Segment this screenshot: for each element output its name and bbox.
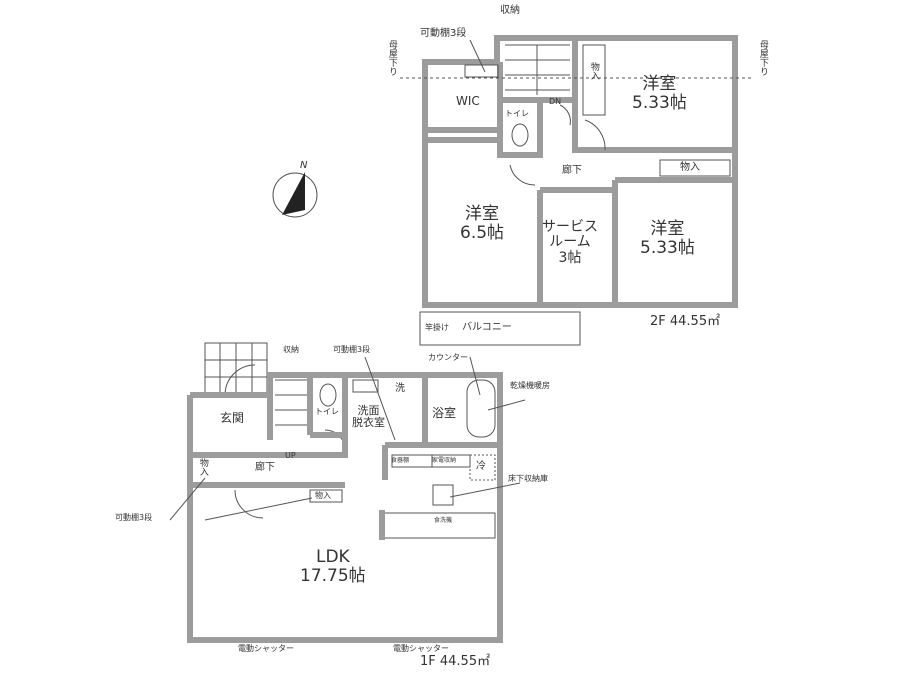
shutter-label-2: 電動シャッター (393, 644, 449, 653)
room-size: 5.33帖 (632, 92, 687, 113)
1f-area: 1F 44.55㎡ (420, 654, 491, 669)
north-label: N (300, 160, 308, 171)
1f-fridge-box (469, 454, 496, 481)
1f-closet-box (309, 489, 343, 503)
down-label: DN (549, 97, 562, 106)
counter-label: カウンター (428, 353, 468, 362)
rail-label: 竿掛け (425, 323, 449, 332)
1f-shelf-label-2: 可動棚3段 (115, 513, 153, 522)
2f-area: 2F 44.55㎡ (650, 314, 721, 329)
2f-closet-label-2: 物入 (680, 162, 700, 173)
leader-line (204, 497, 313, 521)
entrance-label: 玄関 (220, 411, 245, 425)
1f-closet-label: 物入 (197, 458, 208, 476)
1f-toilet-fixture (319, 383, 337, 407)
compass-icon (272, 172, 318, 218)
2f-closet-label: 物入 (588, 62, 599, 80)
1f-closet-label-2: 物入 (315, 491, 331, 500)
fridge-label: 冷 (476, 461, 486, 472)
roof-label-right: 母屋下り (757, 40, 768, 76)
dishwasher-label: 食洗機 (434, 517, 453, 524)
washroom: 洗面脱衣室 (352, 404, 385, 430)
washroom-name: 洗面 (357, 404, 380, 417)
roof-label-left: 母屋下り (386, 40, 397, 76)
up-label: UP (285, 451, 296, 460)
2f-shelf-box (464, 64, 499, 78)
shelf-label: 可動棚3段 (420, 28, 467, 39)
room-name: LDK (315, 547, 350, 567)
room-name: 洋室 (642, 74, 677, 94)
2f-door-swing (509, 104, 606, 186)
bath-label: 浴室 (432, 406, 457, 420)
dryer-label: 乾燥機暖房 (510, 381, 550, 390)
washroom-name-2: 脱衣室 (352, 416, 385, 430)
1f-hall-label: 廊下 (255, 462, 275, 473)
2f-closet-box (659, 159, 731, 177)
1f-toilet-label: トイレ (315, 407, 339, 416)
washer-label: 洗 (395, 383, 405, 394)
underfloor-label: 床下収納庫 (508, 474, 548, 483)
balcony-label: バルコニー (462, 322, 512, 333)
1f-shelf-label: 可動棚3段 (333, 345, 371, 354)
2f-closet-box-2 (582, 44, 606, 116)
1f-stairs (275, 379, 310, 426)
1f-underfloor-hatch (432, 484, 454, 506)
2f-stair-wall (500, 38, 735, 153)
leader-line (469, 356, 481, 396)
wic-label: WIC (456, 94, 480, 108)
leader-line (469, 39, 486, 73)
2f-toilet-wall (497, 100, 543, 158)
room-name: 洋室 (465, 204, 500, 224)
2f-toilet-fixture (511, 123, 529, 147)
leader-line (449, 482, 521, 498)
1f-hall-wall (190, 375, 348, 488)
2f-room-walls (425, 137, 735, 305)
1f-storage-label: 収納 (283, 345, 299, 354)
2f-toilet-label: トイレ (505, 109, 529, 118)
cupboard-label: 食器棚 (391, 457, 410, 464)
shutter-label-1: 電動シャッター (238, 644, 294, 653)
room-size: 3帖 (558, 249, 582, 266)
room-name: 洋室 (650, 219, 685, 239)
room-size: 6.5帖 (460, 222, 505, 243)
room-size: 17.75帖 (300, 565, 366, 586)
2f-balcony (419, 311, 581, 346)
1f-sink (352, 379, 379, 393)
1f-entrance-grid (205, 343, 267, 395)
leader-line (487, 399, 526, 411)
1f-bathtub (466, 379, 496, 438)
room-name: サービス (542, 219, 598, 235)
1f-bath-wall (382, 375, 500, 480)
room-name-2: ルーム (549, 234, 591, 251)
storage-label: 収納 (500, 5, 520, 16)
2f-stairs (505, 44, 570, 95)
room-size: 5.33帖 (640, 237, 695, 258)
leader-line (169, 477, 206, 521)
2f-hall-label: 廊下 (562, 165, 582, 176)
2f-outer-wall (422, 35, 738, 308)
leader-line (364, 356, 396, 441)
appliance-label: 家電収納 (432, 457, 457, 464)
1f-toilet-wall (307, 375, 345, 438)
